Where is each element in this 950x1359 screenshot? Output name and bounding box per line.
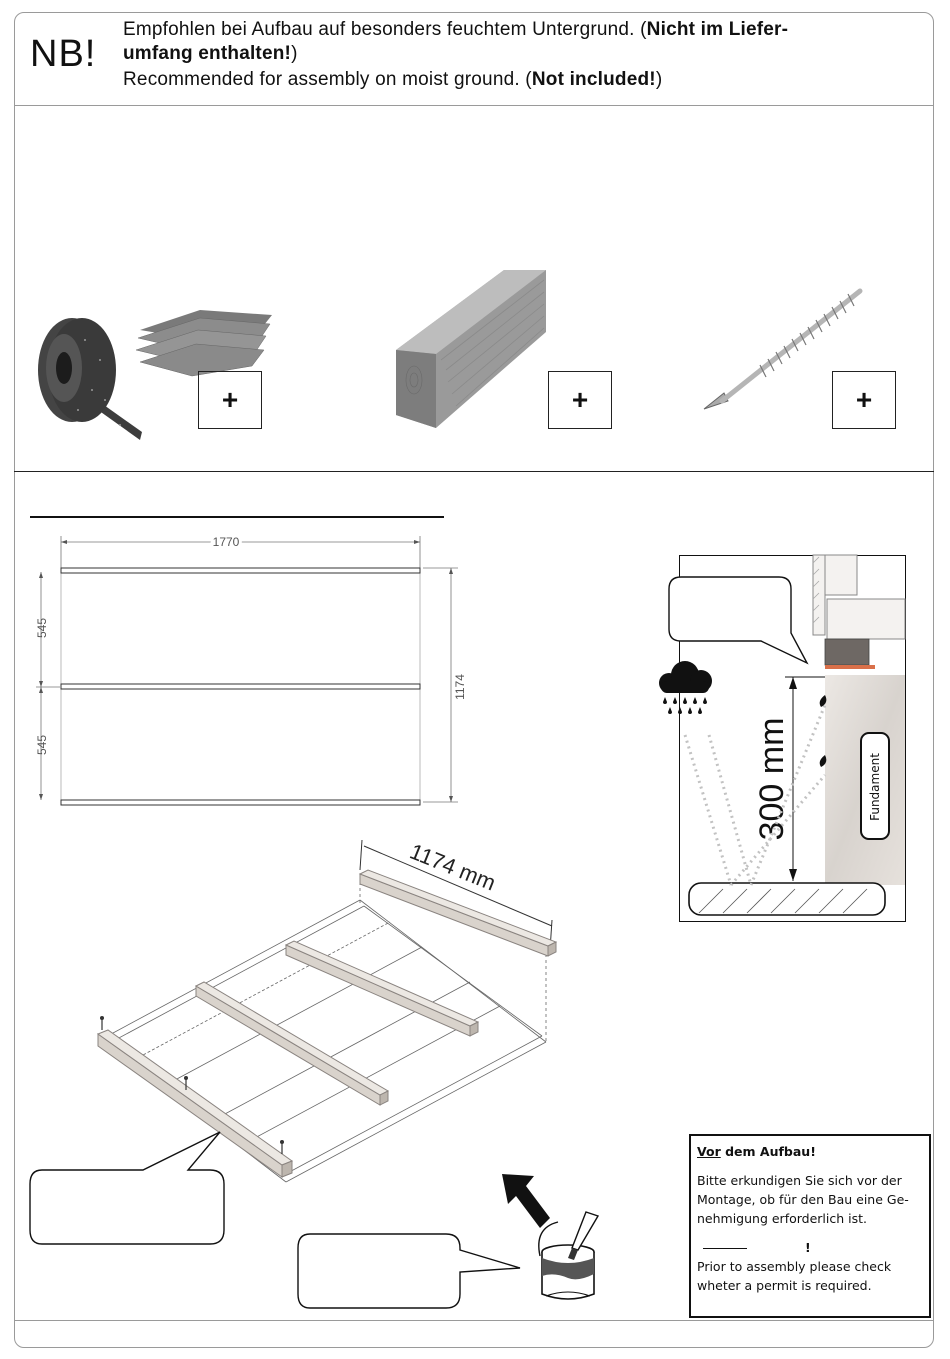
footer-divider	[14, 1320, 934, 1321]
speech-bubble-middle	[297, 1233, 521, 1309]
add-screw-box: +	[832, 371, 896, 429]
section1-dimension-label: 545	[35, 618, 49, 638]
add-rubber-pads-box: +	[198, 371, 262, 429]
section2-dimension-label: 545	[35, 735, 49, 755]
add-post-box: +	[548, 371, 612, 429]
foundation-label: Fundament	[868, 753, 882, 821]
beam-length-label: 1174 mm	[406, 839, 499, 896]
header-en-line: Recommended for assembly on moist ground…	[123, 69, 663, 90]
note-separator: !	[697, 1238, 923, 1257]
section-divider	[14, 471, 934, 472]
isometric-frame-drawing: 1174 mm	[96, 839, 558, 1183]
foundation-plan-drawing: 1770 1174 545 545	[35, 532, 467, 806]
depth-dimension-label: 1174	[453, 674, 467, 700]
rubber-roll-and-pads-illustration	[38, 310, 272, 440]
header-de-line1: Empfohlen bei Aufbau auf besonders feuch…	[123, 19, 789, 40]
speech-bubble-left	[29, 1131, 225, 1245]
note-title: Vor dem Aufbau!	[697, 1144, 816, 1159]
nb-label: NB!	[30, 33, 97, 75]
width-dimension-label: 1770	[213, 535, 240, 549]
header-de-line2: umfang enthalten!)	[123, 43, 298, 64]
section-title-line	[30, 516, 444, 518]
screw-illustration	[703, 288, 863, 410]
arrow-up-left-icon	[502, 1174, 550, 1228]
note-de-text: Bitte erkundigen Sie sich vor der Montag…	[697, 1173, 909, 1226]
permit-note-box: Vor dem Aufbau! Bitte erkundigen Sie sic…	[689, 1134, 931, 1318]
foundation-detail-drawing: 300 mm Fundament	[659, 554, 906, 922]
page-frame	[14, 12, 934, 1348]
height-dimension-label: 300 mm	[753, 718, 791, 841]
paint-can-icon	[538, 1211, 600, 1300]
header-divider	[14, 105, 934, 106]
note-en-text: Prior to assembly please check wheter a …	[697, 1259, 892, 1293]
wooden-post-illustration	[396, 270, 546, 428]
